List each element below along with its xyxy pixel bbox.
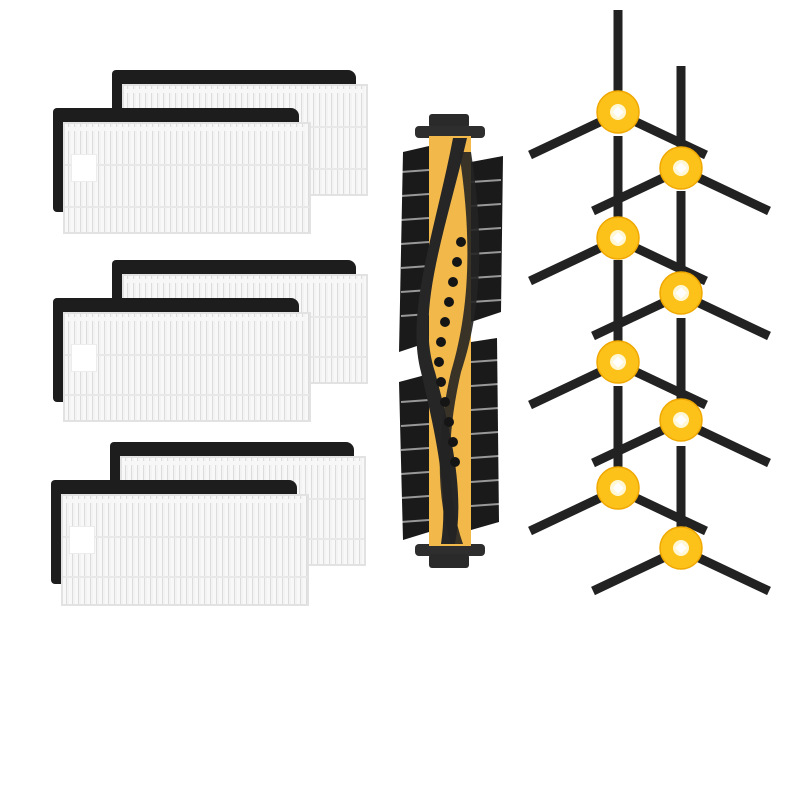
hepa-filter [63, 312, 311, 422]
hepa-filter [61, 494, 309, 606]
main-roller-brush [385, 112, 515, 572]
filter-pull-tab [71, 344, 97, 372]
filter-pull-tab [71, 154, 97, 182]
hepa-filter [63, 122, 311, 234]
side-brushes-stack [520, 0, 800, 620]
filter-pull-tab [69, 526, 95, 554]
